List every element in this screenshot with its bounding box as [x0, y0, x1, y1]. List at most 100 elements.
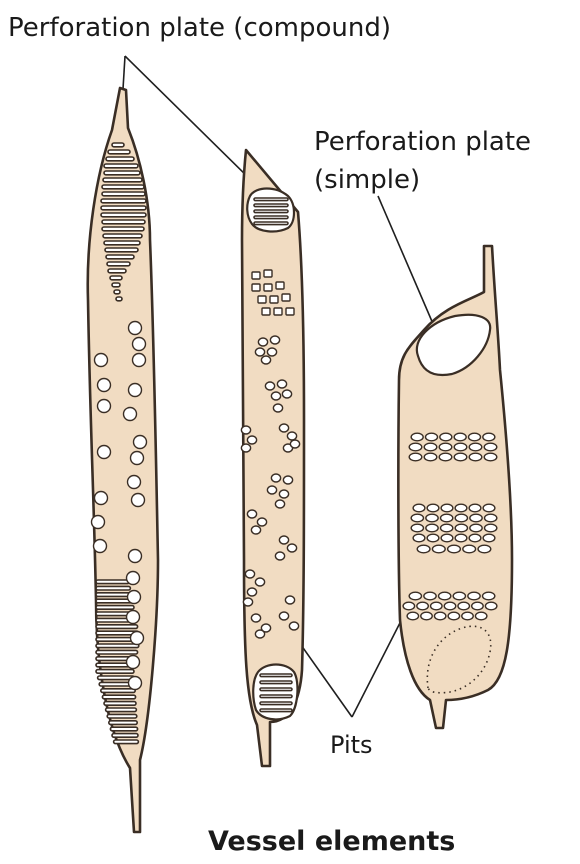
perforation-bar [102, 192, 145, 196]
pit [279, 490, 288, 498]
pit [241, 426, 250, 434]
pit [132, 494, 145, 507]
pit [409, 453, 422, 461]
pit [279, 424, 288, 432]
pit [469, 443, 482, 451]
pit [440, 433, 452, 441]
pit [282, 294, 290, 301]
perforation-bar [105, 248, 138, 252]
pit [279, 536, 288, 544]
pit [411, 524, 423, 532]
figure-caption: Vessel elements [208, 826, 455, 857]
pit [243, 598, 252, 606]
pit [251, 526, 260, 534]
perforation-bar [96, 593, 132, 597]
perforation-bar [260, 681, 292, 684]
pit [424, 443, 437, 451]
perforation-bar [114, 290, 120, 294]
perforation-bar [96, 670, 134, 674]
pit [131, 452, 144, 465]
pit [455, 524, 467, 532]
pit [252, 272, 260, 279]
pit [128, 476, 141, 489]
pit [426, 514, 438, 522]
perforation-bar [103, 178, 142, 182]
pit [247, 510, 256, 518]
pit [255, 348, 264, 356]
pit [264, 270, 272, 277]
perforation-bar [107, 714, 137, 718]
leader-pits-right [352, 615, 404, 717]
pit [475, 612, 486, 620]
perforation-bar [107, 262, 130, 266]
pit [411, 433, 423, 441]
pit [469, 453, 482, 461]
perforation-bar [101, 689, 135, 693]
pit [468, 433, 480, 441]
pit [427, 504, 439, 512]
perforation-bar [103, 234, 142, 238]
pit [472, 602, 484, 610]
pit [432, 545, 445, 553]
pit [431, 602, 443, 610]
pit [454, 443, 467, 451]
pit [279, 612, 288, 620]
pit [131, 632, 144, 645]
pit [439, 453, 452, 461]
pit [277, 380, 286, 388]
perforation-bar [116, 297, 122, 301]
perforation-bar [104, 164, 138, 168]
pit [241, 444, 250, 452]
pit [413, 534, 425, 542]
pit [290, 440, 299, 448]
pit [286, 308, 294, 315]
pit [484, 443, 497, 451]
pit [245, 570, 254, 578]
pit [262, 308, 270, 315]
pit [463, 545, 476, 553]
compound-plate-top-cell-2 [247, 189, 294, 232]
perforation-bar [106, 255, 134, 259]
perforation-bar [106, 157, 134, 161]
perforation-bar [101, 206, 146, 210]
pit [275, 552, 284, 560]
pit [128, 591, 141, 604]
pit [285, 596, 294, 604]
pit [129, 677, 142, 690]
compound-plate-bottom-cell-2 [253, 665, 297, 720]
perforation-bar [96, 644, 139, 648]
pit [483, 433, 495, 441]
pit [454, 453, 467, 461]
pit [271, 474, 280, 482]
label-simple-plate-line1: Perforation plate [314, 127, 531, 157]
pit [273, 404, 282, 412]
pit [289, 622, 298, 630]
perforation-bar [112, 734, 138, 738]
perforation-bar [102, 695, 135, 699]
pit [252, 284, 260, 291]
pit [95, 354, 108, 367]
pit [483, 504, 495, 512]
perforation-bar [96, 580, 129, 584]
pit [270, 336, 279, 344]
pit [485, 524, 497, 532]
pit [441, 504, 453, 512]
pit [274, 308, 282, 315]
pit [98, 379, 111, 392]
pit [448, 545, 461, 553]
pit [265, 382, 274, 390]
pit [261, 356, 270, 364]
perforation-bar [112, 143, 124, 147]
perforation-bar [102, 220, 145, 224]
pit [444, 602, 456, 610]
pit [282, 390, 291, 398]
perforation-bar [110, 276, 122, 280]
pit [462, 612, 473, 620]
pit [424, 592, 436, 600]
perforation-bar [102, 185, 144, 189]
pit [129, 384, 142, 397]
pit [413, 504, 425, 512]
perforation-bar [96, 625, 138, 629]
perforation-bar [108, 269, 126, 273]
pit [478, 545, 491, 553]
